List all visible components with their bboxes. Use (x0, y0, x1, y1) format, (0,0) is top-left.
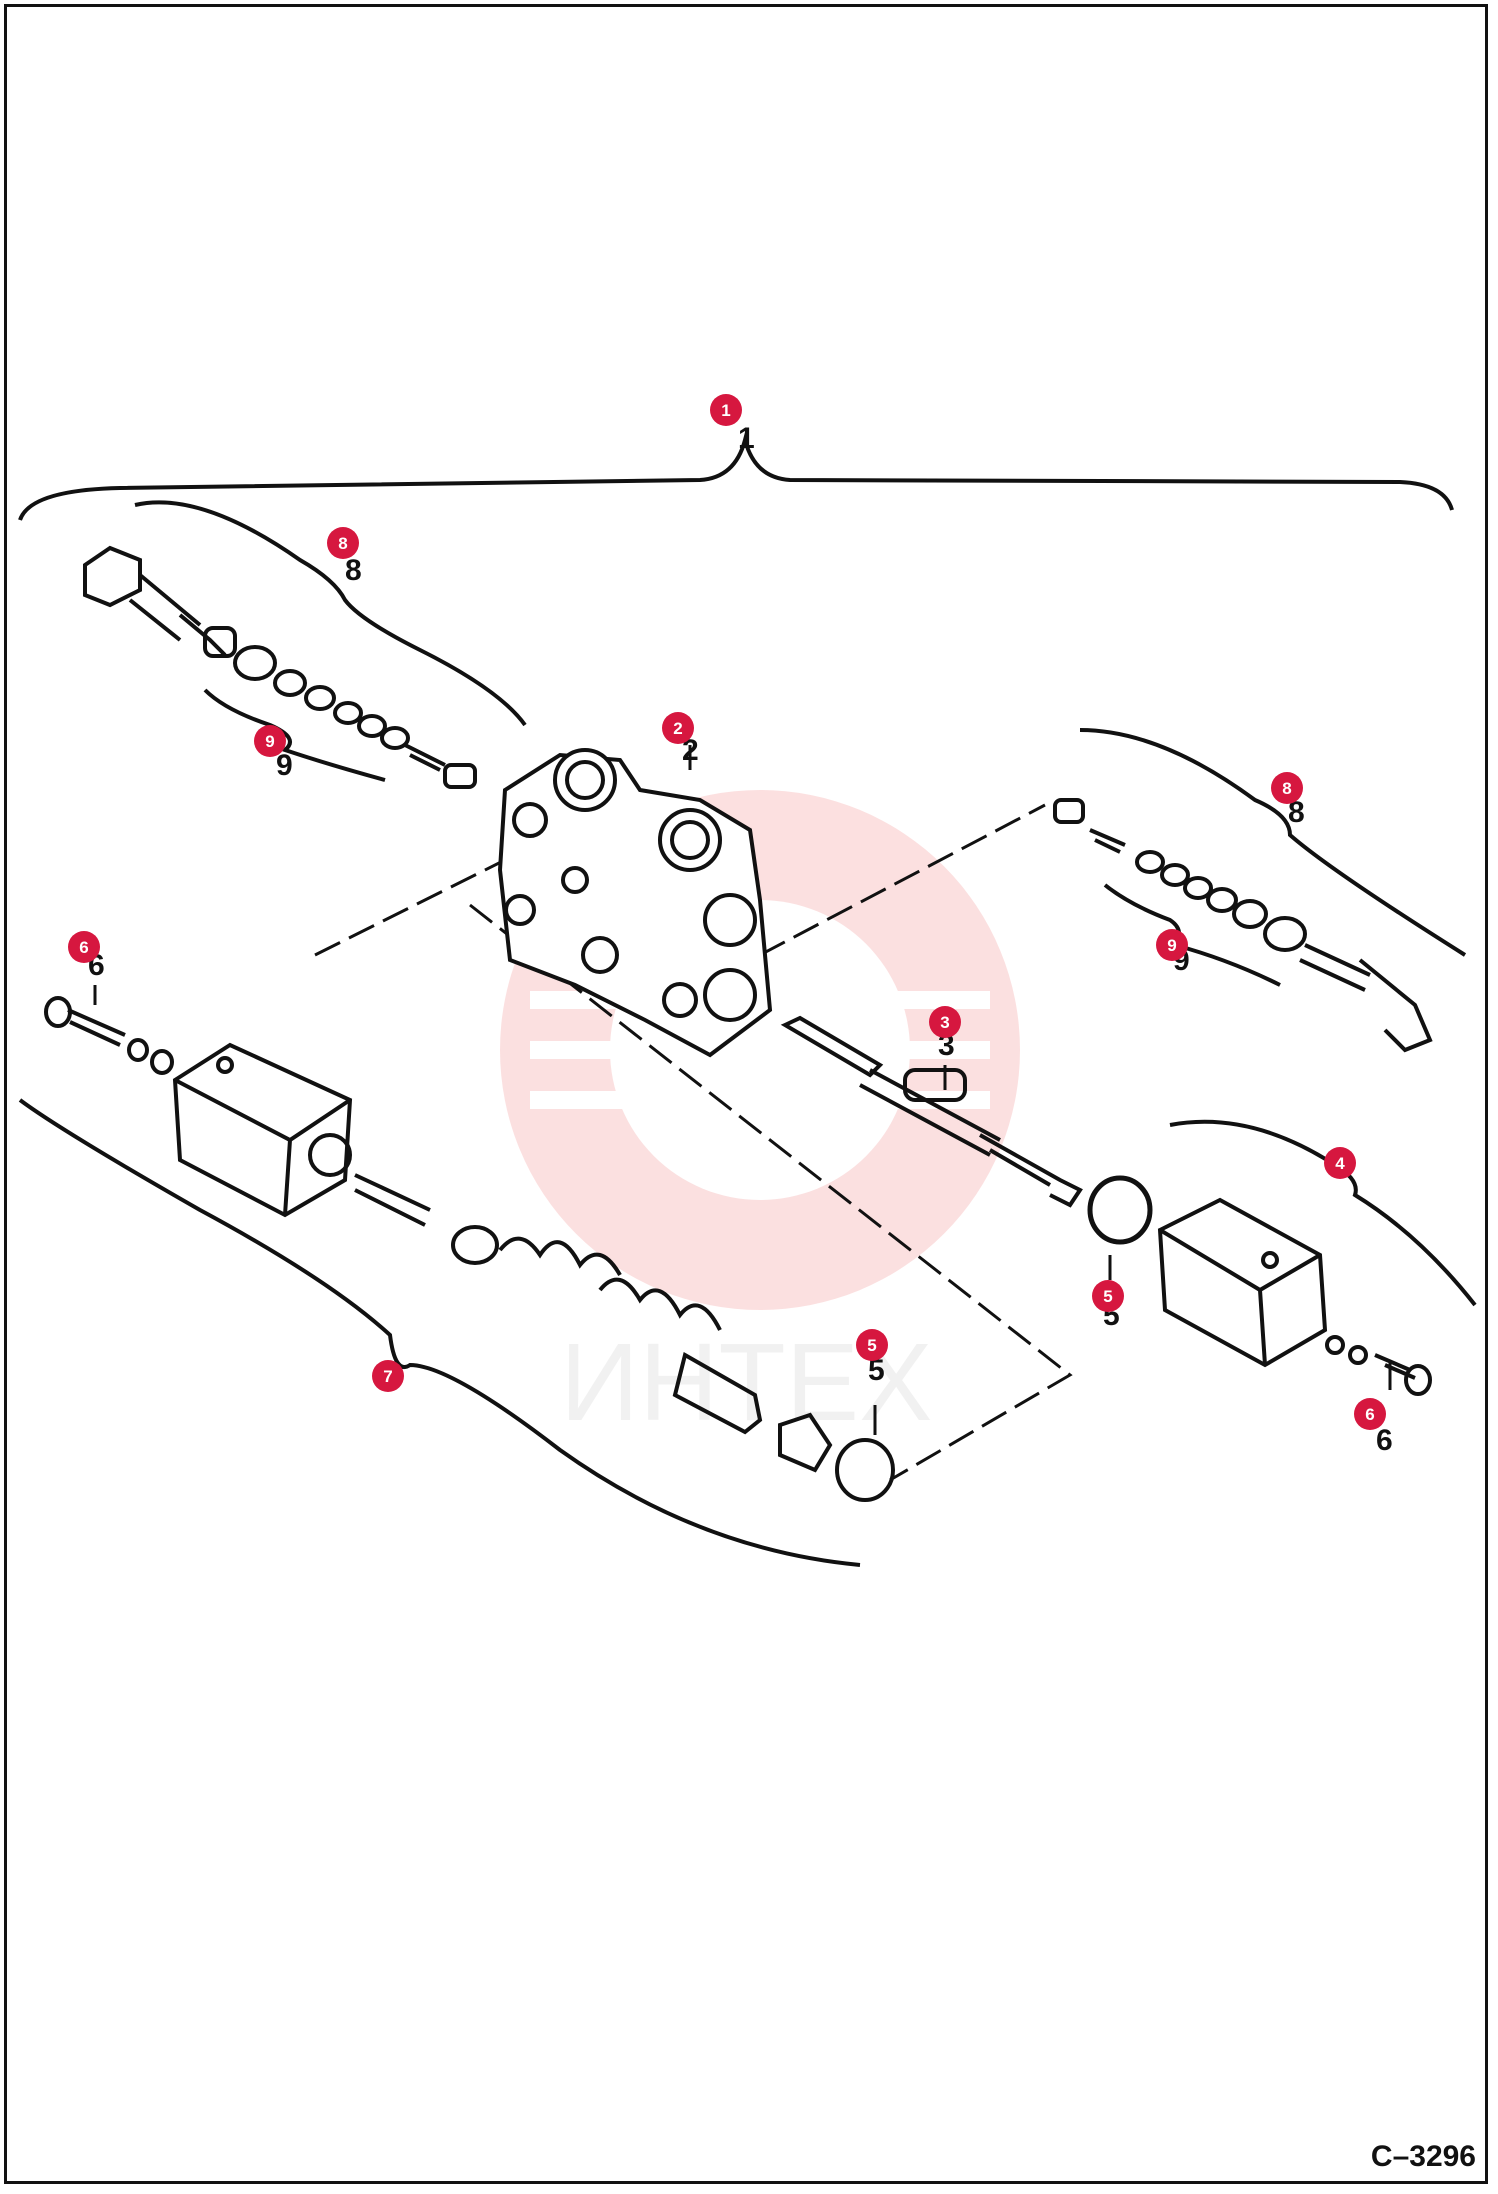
relief-valve-left (83, 545, 477, 789)
part-num-1: 1 (738, 422, 755, 455)
svg-text:3: 3 (940, 1013, 949, 1032)
svg-text:2: 2 (673, 719, 682, 738)
svg-text:9: 9 (265, 732, 274, 751)
relief-valve-right (1053, 798, 1433, 1053)
callout-5b[interactable]: 5 (856, 1329, 888, 1361)
brace-9-left (203, 688, 386, 782)
svg-text:4: 4 (1335, 1154, 1345, 1173)
brace-1 (18, 432, 1454, 521)
callout-9b[interactable]: 9 (1156, 929, 1188, 961)
brace-8-left (134, 500, 527, 727)
callout-9a[interactable]: 9 (254, 725, 286, 757)
callout-6b[interactable]: 6 (1354, 1398, 1386, 1430)
cap-screw-left (44, 996, 174, 1075)
figure-code: C–3296 (1370, 2140, 1476, 2173)
drawing-frame (4, 4, 1488, 2184)
cap-screw-right (1325, 1335, 1432, 1396)
leader-lines (93, 745, 1392, 1435)
callout-2[interactable]: 2 (662, 712, 694, 744)
part-num-5b: 5 (868, 1354, 885, 1387)
callout-5a[interactable]: 5 (1092, 1280, 1124, 1312)
svg-text:8: 8 (1282, 779, 1291, 798)
o-ring-right (1087, 1175, 1153, 1245)
spool-cap-right (1157, 1197, 1328, 1368)
part-num-8: 8 (345, 554, 362, 587)
spring-assembly (354, 1173, 895, 1502)
callout-3[interactable]: 3 (929, 1006, 961, 1038)
callout-7[interactable]: 7 (372, 1360, 404, 1392)
part-num-6b: 6 (1376, 1424, 1393, 1457)
svg-text:6: 6 (79, 938, 88, 957)
svg-text:9: 9 (1167, 936, 1176, 955)
svg-text:5: 5 (1103, 1287, 1112, 1306)
brace-7 (18, 1098, 861, 1567)
part-num-9: 9 (276, 749, 293, 782)
valve-section-body (497, 748, 773, 1058)
spool (780, 1015, 1083, 1208)
svg-text:1: 1 (721, 401, 730, 420)
part-num-8b: 8 (1288, 796, 1305, 829)
callout-4[interactable]: 4 (1324, 1147, 1356, 1179)
brace-8-right (1079, 728, 1467, 957)
svg-text:5: 5 (867, 1336, 876, 1355)
callout-1[interactable]: 1 (710, 394, 742, 426)
svg-text:8: 8 (338, 534, 347, 553)
svg-text:6: 6 (1365, 1405, 1374, 1424)
part-num-2: 2 (682, 734, 699, 767)
callout-badges: 1 2 3 4 5 5 6 6 7 8 8 9 9 (68, 394, 1386, 1430)
brace-4 (1169, 1119, 1477, 1307)
spool-cap-left (172, 1042, 353, 1218)
callout-8a[interactable]: 8 (327, 527, 359, 559)
assembly-centerline (314, 803, 1073, 1482)
callout-6a[interactable]: 6 (68, 931, 100, 963)
svg-text:7: 7 (383, 1367, 392, 1386)
callout-8b[interactable]: 8 (1271, 772, 1303, 804)
